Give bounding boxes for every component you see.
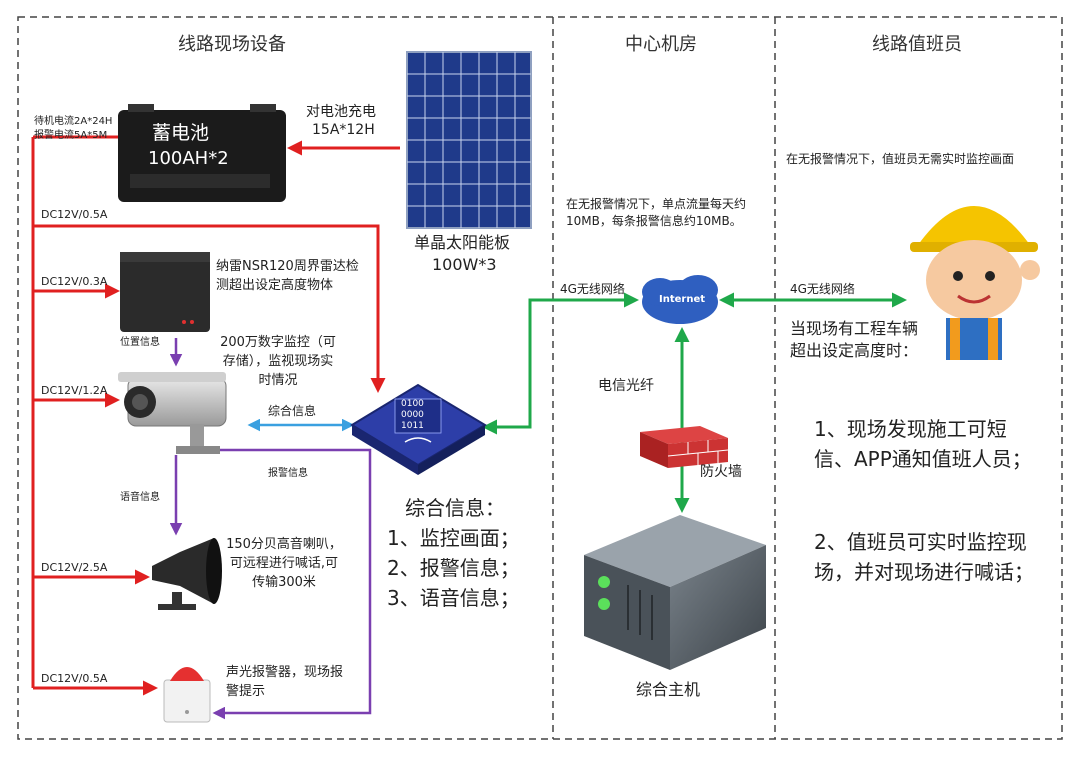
battery-standby-label: 待机电流2A*24H <box>34 116 113 127</box>
network-label-left: 4G无线网络 <box>560 282 625 296</box>
summary-title: 综合信息： <box>405 496 505 520</box>
position-info-label: 位置信息 <box>120 337 160 348</box>
internet-cloud-label: Internet <box>659 294 706 305</box>
gateway-internet-link <box>482 292 639 435</box>
staff-condition: 当现场有工程车辆超出设定高度时： <box>790 319 919 361</box>
gateway-bits-1: 0100 <box>401 399 424 409</box>
solar-panel-name: 单晶太阳能板 <box>414 233 511 252</box>
section-title-staff: 线路值班员 <box>872 34 962 55</box>
camera-to-alarm-arrow <box>200 448 372 720</box>
firewall-label: 防火墙 <box>700 464 742 480</box>
radar-description: 纳雷NSR120周界雷达检测超出设定高度物体 <box>216 259 359 293</box>
gateway-icon <box>350 383 487 475</box>
traffic-note: 在无报警情况下，单点流量每天约10MB，每条报警信息约10MB。 <box>566 197 747 228</box>
power-label-speaker: DC12V/2.5A <box>41 561 108 574</box>
power-label-alarm: DC12V/0.5A <box>41 672 108 685</box>
power-label-top: DC12V/0.5A <box>41 208 108 221</box>
summary-item-3: 3、语音信息； <box>387 586 520 610</box>
fiber-label: 电信光纤 <box>598 378 654 394</box>
firewall-icon <box>640 426 729 468</box>
alarm-info-label: 报警信息 <box>268 468 308 479</box>
network-label-right: 4G无线网络 <box>790 282 855 296</box>
battery-alarm-label: 报警电流5A*5M <box>34 130 108 141</box>
outer-frame <box>17 16 1063 740</box>
data-lines <box>169 338 372 720</box>
staff-no-alarm-note: 在无报警情况下，值班员无需实时监控画面 <box>786 152 1015 166</box>
battery-icon <box>118 104 286 202</box>
power-lines <box>31 135 400 696</box>
host-label: 综合主机 <box>636 680 701 699</box>
voice-info-label: 语音信息 <box>120 492 160 503</box>
gateway-bits-3: 1011 <box>401 421 424 431</box>
gateway-bits-2: 0000 <box>401 410 424 420</box>
server-icon <box>584 515 766 670</box>
solar-charge-label-2: 15A*12H <box>312 122 375 138</box>
power-label-camera: DC12V/1.2A <box>41 384 108 397</box>
staff-action-2: 2、值班员可实时监控现场，并对现场进行喊话； <box>814 530 1034 584</box>
radar-icon <box>120 252 210 332</box>
battery-title: 蓄电池 <box>152 122 210 144</box>
section-title-field: 线路现场设备 <box>178 34 286 55</box>
alarm-light-description: 声光报警器，现场报警提示 <box>226 665 344 699</box>
alarm-light-icon <box>163 667 211 723</box>
worker-avatar-icon <box>910 206 1040 360</box>
power-line-gateway <box>33 224 386 393</box>
network-lines <box>482 292 907 513</box>
section-title-center: 中心机房 <box>625 34 697 55</box>
solar-charge-label-1: 对电池充电 <box>306 104 376 120</box>
speaker-description: 150分贝高音喇叭，可远程进行喊话,可传输300米 <box>226 537 342 590</box>
solar-panel-power: 100W*3 <box>432 255 497 274</box>
staff-action-1: 1、现场发现施工可短信、APP通知值班人员； <box>814 417 1032 471</box>
power-label-radar: DC12V/0.3A <box>41 275 108 288</box>
summary-item-2: 2、报警信息； <box>387 556 520 580</box>
summary-item-1: 1、监控画面； <box>387 526 520 550</box>
integrated-info-link-label: 综合信息 <box>268 404 317 418</box>
camera-icon <box>118 372 227 454</box>
internet-cloud-icon <box>642 275 718 324</box>
solar-panel-icon <box>406 51 532 229</box>
battery-capacity: 100AH*2 <box>148 148 229 169</box>
camera-description: 200万数字监控（可存储），监视现场实时情况 <box>220 335 336 388</box>
speaker-icon <box>152 538 222 610</box>
